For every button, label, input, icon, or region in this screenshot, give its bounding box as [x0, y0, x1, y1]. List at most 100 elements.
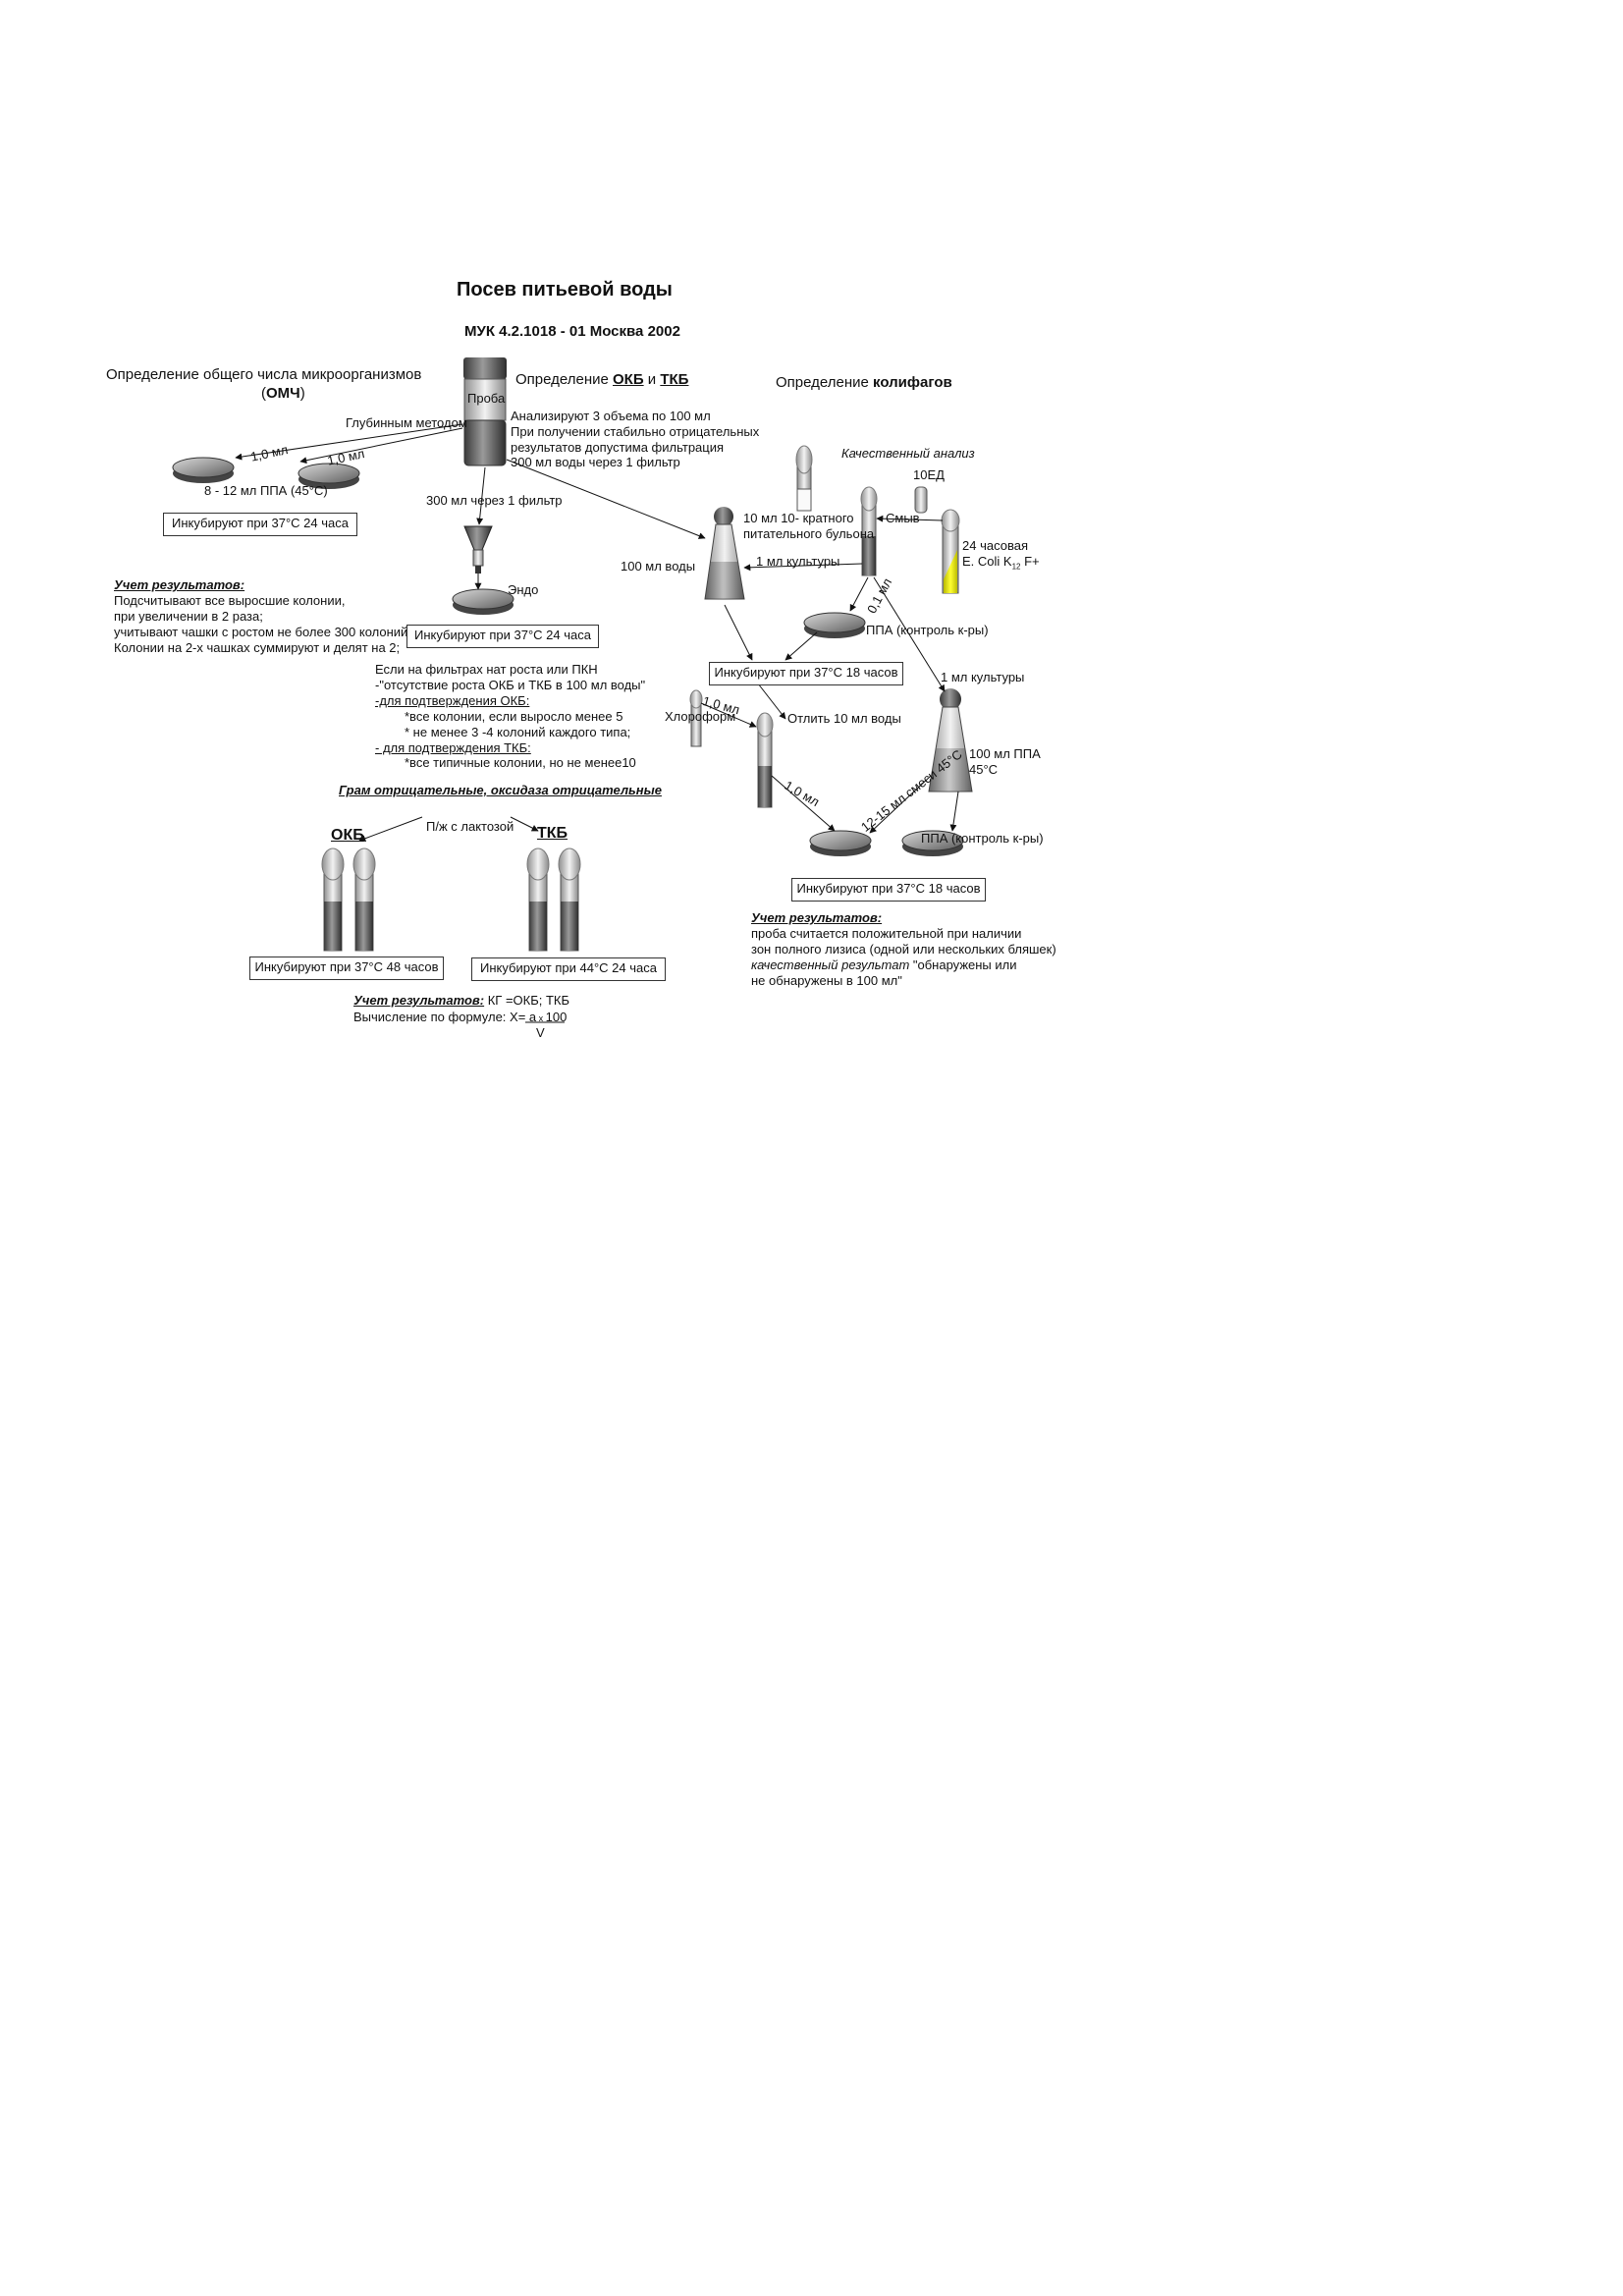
arrow-culture-to-flask	[743, 563, 863, 572]
tube-okb-1	[321, 847, 345, 952]
condition-line-7: *все типичные колонии, но не менее10	[405, 755, 636, 770]
filter-label: 300 мл через 1 фильтр	[426, 493, 563, 508]
arrow-culture-to-ppa-flask	[873, 576, 946, 692]
omch-medium: 8 - 12 мл ППА (45°С)	[204, 483, 328, 498]
formula-denominator: V	[536, 1025, 545, 1040]
arrow-flask-to-control	[949, 791, 959, 832]
condition-line-4: *все колонии, если выросло менее 5	[405, 709, 623, 724]
lactose-label: П/ж с лактозой	[426, 819, 514, 834]
water-flask	[704, 507, 745, 600]
condition-line-6: - для подтверждения ТКБ:	[375, 740, 531, 755]
coliphage-heading-prefix: Определение	[776, 374, 874, 391]
arrow-chloroform-to-water	[700, 702, 757, 728]
okb-incubation-48h-box: Инкубируют при 37°С 48 часов	[249, 957, 444, 980]
coliphage-results-title: Учет результатов:	[751, 910, 883, 925]
omch-results-title: Учет результатов:	[114, 577, 245, 592]
page-subtitle: МУК 4.2.1018 - 01 Москва 2002	[464, 323, 680, 340]
coliphage-heading-bold: колифагов	[873, 374, 952, 391]
arrow-lactose-to-tkb	[510, 816, 539, 832]
arrow-ecoli-to-culture	[876, 515, 944, 522]
arrow-flask-to-incubation	[724, 604, 753, 661]
coliphage-incubation-box-2: Инкубируют при 37°С 18 часов	[791, 878, 986, 902]
water-tube	[756, 712, 774, 808]
chloroform-tube	[689, 689, 703, 747]
arrow-ppa-to-incubation	[784, 631, 818, 661]
ppa-flask	[928, 688, 973, 793]
sample-note-4: 300 мл воды через 1 фильтр	[511, 455, 680, 469]
condition-line-2: -"отсутствие роста ОКБ и ТКБ в 100 мл во…	[375, 678, 646, 692]
ecoli-line-2: E. Coli K12 F+	[962, 554, 1040, 575]
gram-label: Грам отрицательные, оксидаза отрицательн…	[339, 783, 662, 797]
omch-result-line-2: при увеличении в 2 раза;	[114, 609, 263, 624]
ppa-control-label-2: ППА (контроль к-ры)	[921, 831, 1044, 846]
chloroform-label: Хлороформ	[665, 709, 736, 724]
coliphage-result-line-1: проба считается положительной при наличи…	[751, 926, 1022, 941]
condition-line-5: * не менее 3 -4 колоний каждого типа;	[405, 725, 631, 739]
petri-dish-omch-2	[298, 463, 360, 489]
broth-line-1: 10 мл 10- кратного	[743, 511, 854, 525]
petri-dish-omch-1	[172, 457, 235, 483]
qualitative-label: Качественный анализ	[841, 446, 975, 461]
arrow-sample-to-omch-1	[235, 423, 463, 461]
sample-note-1: Анализируют 3 объема по 100 мл	[511, 409, 711, 423]
ecoli-suffix: F+	[1020, 554, 1040, 569]
okb-heading: Определение ОКБ и ТКБ	[515, 372, 688, 388]
broth-line-2: питательного бульона	[743, 526, 875, 541]
sample-bottle	[463, 357, 507, 466]
omch-paren-close: )	[299, 385, 305, 402]
petri-dish-ppa-control-2	[901, 830, 964, 856]
okb-heading-tkb: ТКБ	[660, 371, 689, 388]
coliphage-result-rest: "обнаружены или	[909, 957, 1017, 972]
coliphage-result-line-4: не обнаружены в 100 мл"	[751, 973, 902, 988]
sample-note-2: При получении стабильно отрицательных	[511, 424, 760, 439]
arrow-water-to-dish	[771, 775, 836, 832]
omch-result-line-1: Подсчитывают все выросшие колонии,	[114, 593, 346, 608]
arrow-sample-to-funnel	[476, 466, 486, 525]
omch-paren-open: (	[261, 385, 266, 402]
coliphage-incubation-box-1: Инкубируют при 37°С 18 часов	[709, 662, 903, 685]
pour-label: Отлить 10 мл воды	[787, 711, 901, 726]
formula: Вычисление по формуле: X= а х 100	[353, 1010, 567, 1026]
filter-funnel	[463, 525, 493, 574]
endo-label: Эндо	[508, 582, 539, 597]
ppa-flask-line-2: 45°С	[969, 762, 999, 777]
arrow-flask-to-dish	[869, 775, 932, 834]
arrow-sample-to-omch-2	[299, 427, 463, 465]
condition-line-3: -для подтверждения ОКБ:	[375, 693, 530, 708]
ecoli-line-1: 24 часовая	[962, 538, 1028, 553]
broth-tube	[795, 445, 813, 512]
tube-okb-2	[352, 847, 376, 952]
omch-method: Глубинным методом	[346, 415, 467, 430]
okb-results: Учет результатов: КГ =ОКБ; ТКБ	[353, 993, 569, 1009]
omch-incubation-box: Инкубируют при 37°С 24 часа	[163, 513, 357, 536]
tkb-incubation-24h-box: Инкубируют при 44°С 24 часа	[471, 957, 666, 981]
okb-tubes-label: ОКБ	[331, 827, 364, 844]
okb-results-text: КГ =ОКБ; ТКБ	[484, 993, 570, 1008]
okb-incubation-box: Инкубируют при 37°С 24 часа	[406, 625, 599, 648]
ecoli-name: E. Coli K	[962, 554, 1012, 569]
coliphage-result-italic: качественный результат	[751, 957, 910, 972]
sample-note-3: результатов допустима фильтрация	[511, 440, 725, 455]
wash-label: Смыв	[886, 511, 920, 525]
okb-results-title: Учет результатов:	[353, 993, 485, 1008]
arrows	[235, 423, 959, 1023]
petri-dish-final	[809, 830, 872, 856]
omch-result-line-4: Колонии на 2-х чашках суммируют и делят …	[114, 640, 401, 655]
ed-label: 10ЕД	[913, 467, 945, 482]
ecoli-tube	[941, 509, 960, 594]
petri-dish-endo	[452, 588, 514, 615]
omch-abbrev: ОМЧ	[266, 385, 300, 402]
coliphage-result-line-2: зон полного лизиса (одной или нескольких…	[751, 942, 1056, 957]
omch-result-line-3: учитывают чашки с ростом не более 300 ко…	[114, 625, 411, 639]
omch-heading-line1: Определение общего числа микроорганизмов	[106, 366, 422, 383]
arrow-culture-to-ppa	[849, 576, 869, 612]
ecoli-strain-subscript: 12	[1011, 562, 1021, 572]
bacteriophage-vial	[914, 486, 928, 514]
arrow-lactose-to-okb	[358, 816, 423, 843]
ppa-flask-line-1: 100 мл ППА	[969, 746, 1041, 761]
water-volume-label: 100 мл воды	[621, 559, 696, 574]
okb-heading-prefix: Определение	[515, 371, 614, 388]
culture-label-2: 1 мл культуры	[941, 670, 1025, 684]
okb-heading-okb: ОКБ	[613, 371, 644, 388]
formula-times: х	[536, 1013, 546, 1023]
